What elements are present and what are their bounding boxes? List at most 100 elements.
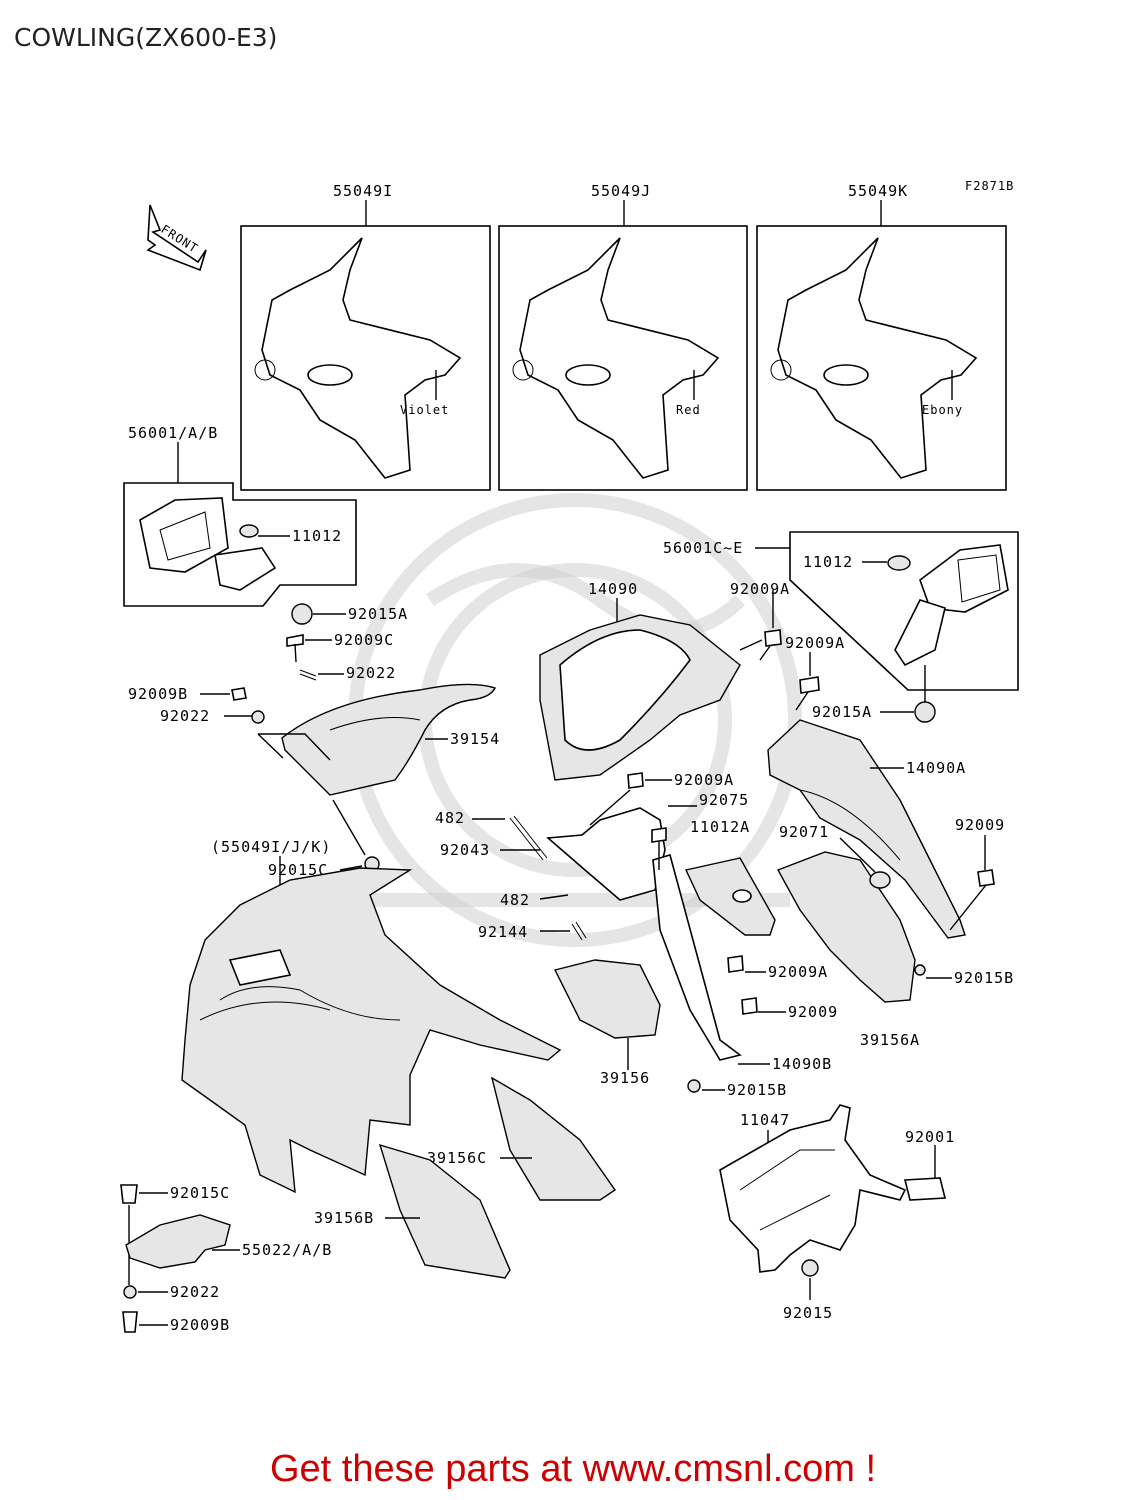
variant-violet[interactable]: 55049I Violet [240,182,491,491]
bolt-92009a-4 [727,955,744,973]
pad-11012a [684,857,776,936]
label-92009-2: 92009 [788,1003,838,1021]
label-14090b: 14090B [772,1055,832,1073]
mirror-right-group: 56001C~E 11012 92015A [663,531,1019,723]
label-11012: 11012 [292,527,342,545]
pad-39156[interactable]: 39156 [553,959,661,1087]
label-14090a: 14090A [906,759,966,777]
label-92009a-4: 92009A [768,963,828,981]
label-14090: 14090 [588,580,638,598]
washer-92022-c [123,1285,137,1299]
label-92001: 92001 [905,1128,955,1146]
hardware-right: 92071 92009 92015B [779,816,1014,987]
nut-92015a-2 [914,701,936,723]
variant-part-number: 55049I [333,182,393,200]
label-92009b: 92009B [128,685,188,703]
variant-red[interactable]: 55049J Red [498,182,748,491]
label-92015c-2: 92015C [170,1184,230,1202]
bolt-92009b [231,687,247,701]
label-92022c: 92022 [170,1283,220,1301]
label-92071: 92071 [779,823,829,841]
footer-cta[interactable]: Get these parts at www.cmsnl.com ! [269,1448,877,1490]
spring-92144 [571,921,587,941]
bracket-11047[interactable]: 11047 92001 92015 [719,1104,955,1322]
label-56001ab: 56001/A/B [128,424,218,442]
label-92022b: 92022 [160,707,210,725]
label-56001ce: 56001C~E [663,539,743,557]
bolt-92009a-3 [627,772,644,789]
rod-92043 [509,815,548,861]
variant-color: Violet [400,403,449,417]
bolt-92009-2 [741,997,758,1015]
collar-92015b-2 [687,1079,701,1093]
label-92015a-2: 92015A [812,703,872,721]
label-92144: 92144 [478,923,528,941]
variant-color: Red [676,403,701,417]
label-92009-1: 92009 [955,816,1005,834]
damper-92071 [869,871,891,889]
pad-39156c[interactable]: 39156C [427,1076,616,1201]
variant-part-number: 55049J [591,182,651,200]
hardware-92009a-upper: 92009A 92009A [730,580,845,711]
label-92009a-3: 92009A [674,771,734,789]
variant-color: Ebony [922,403,963,417]
figure-code: F2871B [965,179,1014,193]
mirror-left-group: 56001/A/B 11012 92015A [123,424,408,625]
page-title: COWLING(ZX600-E3) [14,23,277,52]
panel-14090b [652,854,742,1061]
variant-part-number: 55049K [848,182,908,200]
label-39154: 39154 [450,730,500,748]
knob-92075 [651,827,667,843]
spring-92022 [299,669,317,681]
label-92022: 92022 [346,664,396,682]
bolt-92009a-2 [799,676,820,694]
grommet-11012 [239,524,259,538]
grommet-11012b [887,555,911,571]
label-482a: 482 [435,809,465,827]
label-55049ijk: (55049I/J/K) [211,838,331,856]
label-39156: 39156 [600,1069,650,1087]
label-39156a: 39156A [860,1031,920,1049]
label-11012a: 11012A [690,818,750,836]
washer-92022 [251,710,265,724]
inner-panel-39154[interactable]: 39154 92015C [257,683,500,879]
meter-cover-14090[interactable]: 14090 [539,580,763,781]
label-92015: 92015 [783,1304,833,1322]
main-fairing[interactable]: (55049I/J/K) [181,838,562,1194]
label-92009b-2: 92009B [170,1316,230,1334]
label-92075: 92075 [699,791,749,809]
label-92009a-2: 92009A [785,634,845,652]
label-55022ab: 55022/A/B [242,1241,332,1259]
collar-92015b [914,964,926,976]
bolt-92001 [903,1177,947,1201]
nut-92015 [801,1259,819,1277]
inner-panel-center [546,807,666,901]
front-arrow-icon: FRONT [146,204,207,272]
label-11047: 11047 [740,1111,790,1129]
label-92015b-2: 92015B [727,1081,787,1099]
label-39156c: 39156C [427,1149,487,1167]
side-cover-14090a[interactable]: 14090A [767,719,966,939]
bracket-55022 [125,1214,231,1269]
inner-cover-39156a[interactable]: 39156A [776,851,920,1049]
collar-92015c-2 [120,1184,138,1204]
label-92015b: 92015B [954,969,1014,987]
label-92009a-1: 92009A [730,580,790,598]
bolt-92009 [977,869,995,887]
parts-diagram: COWLING(ZX600-E3) F2871B FRONT 55049I Vi… [14,23,1019,1334]
bolt-92009b-2 [122,1311,138,1333]
label-39156b: 39156B [314,1209,374,1227]
pad-39156b[interactable]: 39156B [314,1143,511,1279]
nut-92015a [291,603,313,625]
label-92015a: 92015A [348,605,408,623]
variant-ebony[interactable]: 55049K Ebony [756,182,1007,491]
label-92015c: 92015C [268,861,328,879]
label-92043: 92043 [440,841,490,859]
bolt-92009a [764,629,782,647]
label-482b: 482 [500,891,530,909]
center-hardware: 482 92043 482 92144 92009A 92075 11012A … [435,771,838,1099]
hardware-upper-left: 92009C 92022 92009B 92022 [128,631,396,725]
lower-left-hardware: 92015C 55022/A/B 92022 92009B [120,1184,332,1334]
mirror-left-icon [139,497,229,573]
bolt-92009c [286,634,304,647]
